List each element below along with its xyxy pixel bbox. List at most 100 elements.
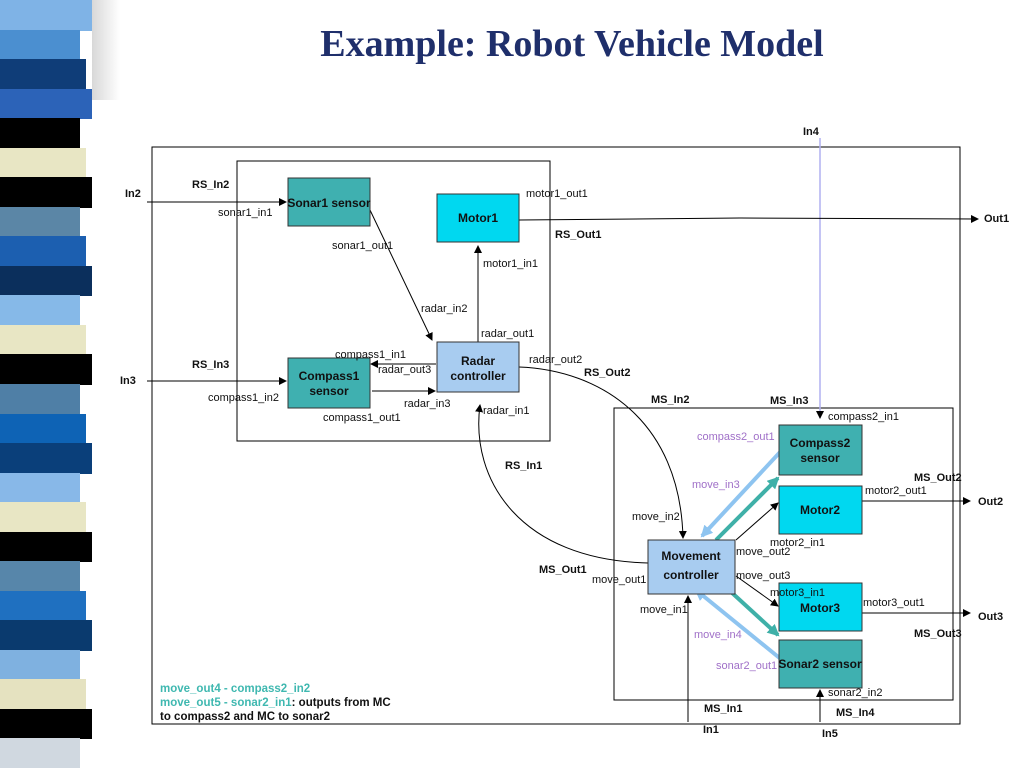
- stripe-segment: [0, 29, 80, 61]
- radar-out3-label: radar_out3: [378, 364, 431, 376]
- in1-label: In1: [703, 724, 719, 736]
- ms-in3-label: MS_In3: [770, 395, 809, 407]
- stripe-segment: [0, 708, 92, 740]
- sonar2-sensor-box[interactable]: Sonar2 sensor: [778, 639, 863, 689]
- sonar2-in2-label: sonar2_in2: [828, 687, 882, 699]
- in3-label: In3: [120, 375, 136, 387]
- rs-in2-label: RS_In2: [192, 179, 229, 191]
- stripe-segment: [0, 236, 86, 267]
- ms-out3-label: MS_Out3: [914, 628, 962, 640]
- radar-to-movement-connection: [518, 366, 687, 539]
- motor3-label: Motor3: [800, 601, 840, 615]
- rs-in1-label: RS_In1: [505, 460, 542, 472]
- compass1-in2-label: compass1_in2: [208, 392, 279, 404]
- in5-label: In5: [822, 728, 838, 740]
- stripe-segment: [0, 0, 92, 31]
- stripe-segment: [0, 295, 80, 326]
- out2-label: Out2: [978, 496, 1003, 508]
- ms-in2-label: MS_In2: [651, 394, 690, 406]
- compass2-label-line1: Compass2: [790, 436, 851, 450]
- motor1-to-out1-connection: [518, 214, 979, 223]
- compass2-in1-label: compass2_in1: [828, 411, 899, 423]
- movement-label-line1: Movement: [661, 549, 720, 563]
- stripe-segment: [0, 502, 86, 533]
- compass1-in1-label: compass1_in1: [335, 349, 406, 361]
- stripe-segment: [0, 472, 80, 504]
- compass1-sensor-box[interactable]: Compass1 sensor: [287, 357, 371, 409]
- move-out1-label: move_out1: [592, 574, 646, 586]
- movement-label-line2: controller: [663, 568, 719, 582]
- ms-out2-label: MS_Out2: [914, 472, 962, 484]
- radar-label-line2: controller: [450, 369, 506, 383]
- radar-controller-box[interactable]: Radar controller: [436, 341, 520, 393]
- movement-subsystem-frame: [613, 407, 954, 701]
- compass2-label-line2: sensor: [800, 451, 840, 465]
- stripe-segment: [0, 177, 92, 208]
- motor3-box[interactable]: Motor3: [778, 582, 863, 632]
- decorative-fade-panel: [92, 0, 120, 100]
- movement-to-radar-connection: [475, 404, 649, 564]
- rs-out1-label: RS_Out1: [555, 229, 601, 241]
- slide-title: Example: Robot Vehicle Model: [320, 23, 824, 65]
- sonar1-out1-label: sonar1_out1: [332, 240, 393, 252]
- move-out2-label: move_out2: [736, 546, 790, 558]
- compass1-label-line2: sensor: [309, 384, 349, 398]
- motor3-out1-label: motor3_out1: [863, 597, 925, 609]
- stripe-segment: [0, 147, 86, 179]
- stripe-segment: [0, 738, 80, 768]
- radar-out2-label: radar_out2: [529, 354, 582, 366]
- ms-in1-label: MS_In1: [704, 703, 743, 715]
- radar-out1-label: radar_out1: [481, 328, 534, 340]
- compass1-out1-label: compass1_out1: [323, 412, 401, 424]
- movement-to-compass2-arrow: [714, 476, 780, 542]
- out3-label: Out3: [978, 611, 1003, 623]
- sonar1-to-radar-connection: [369, 209, 433, 341]
- movement-controller-box[interactable]: Movement controller: [647, 539, 736, 595]
- motor2-box[interactable]: Motor2: [778, 485, 863, 535]
- move-in3-label: move_in3: [692, 479, 740, 491]
- note-line2-rest: : outputs from MC: [292, 697, 391, 709]
- in2-label: In2: [125, 188, 141, 200]
- stripe-segment: [0, 324, 86, 356]
- stripe-segment: [0, 88, 92, 120]
- radar-label-line1: Radar: [461, 354, 495, 368]
- radar-in3-label: radar_in3: [404, 398, 450, 410]
- stripe-segment: [0, 206, 80, 238]
- note-line3: to compass2 and MC to sonar2: [160, 711, 330, 723]
- note-line2-highlight: move_out5 - sonar2_in1: [160, 697, 292, 709]
- sonar1-sensor-label: Sonar1 sensor: [287, 196, 371, 210]
- stripe-segment: [0, 590, 86, 622]
- stripe-segment: [0, 531, 92, 563]
- stripe-segment: [0, 679, 86, 710]
- radar-in1-label: radar_in1: [483, 405, 529, 417]
- stripe-segment: [0, 443, 92, 474]
- motor2-out1-label: motor2_out1: [865, 485, 927, 497]
- note-line2: move_out5 - sonar2_in1: outputs from MC: [160, 697, 391, 709]
- move-in2-label: move_in2: [632, 511, 680, 523]
- out1-label: Out1: [984, 213, 1009, 225]
- stripe-segment: [0, 561, 80, 592]
- movement-to-motor3-connection: [735, 575, 779, 607]
- motor1-out1-label: motor1_out1: [526, 188, 588, 200]
- note-line1: move_out4 - compass2_in2: [160, 683, 310, 695]
- motor2-in1-label: motor2_in1: [770, 537, 825, 549]
- move-in1-label: move_in1: [640, 604, 688, 616]
- stripe-segment: [0, 620, 92, 651]
- compass2-out1-label: compass2_out1: [697, 431, 775, 443]
- sonar2-out1-label: sonar2_out1: [716, 660, 777, 672]
- stripe-segment: [0, 59, 86, 90]
- motor3-in1-label: motor3_in1: [770, 587, 825, 599]
- sonar2-sensor-label: Sonar2 sensor: [778, 657, 862, 671]
- movement-to-motor2-connection: [735, 502, 779, 541]
- stripe-segment: [0, 384, 80, 415]
- stripe-segment: [0, 118, 80, 149]
- compass1-label-line1: Compass1: [299, 369, 360, 383]
- rs-in3-label: RS_In3: [192, 359, 229, 371]
- sonar1-sensor-box[interactable]: Sonar1 sensor: [287, 177, 371, 227]
- sonar1-in1-label: sonar1_in1: [218, 207, 272, 219]
- move-in4-label: move_in4: [694, 629, 742, 641]
- motor1-box[interactable]: Motor1: [436, 193, 520, 243]
- compass2-sensor-box[interactable]: Compass2 sensor: [778, 424, 863, 476]
- motor1-label: Motor1: [458, 211, 498, 225]
- motor1-in1-label: motor1_in1: [483, 258, 538, 270]
